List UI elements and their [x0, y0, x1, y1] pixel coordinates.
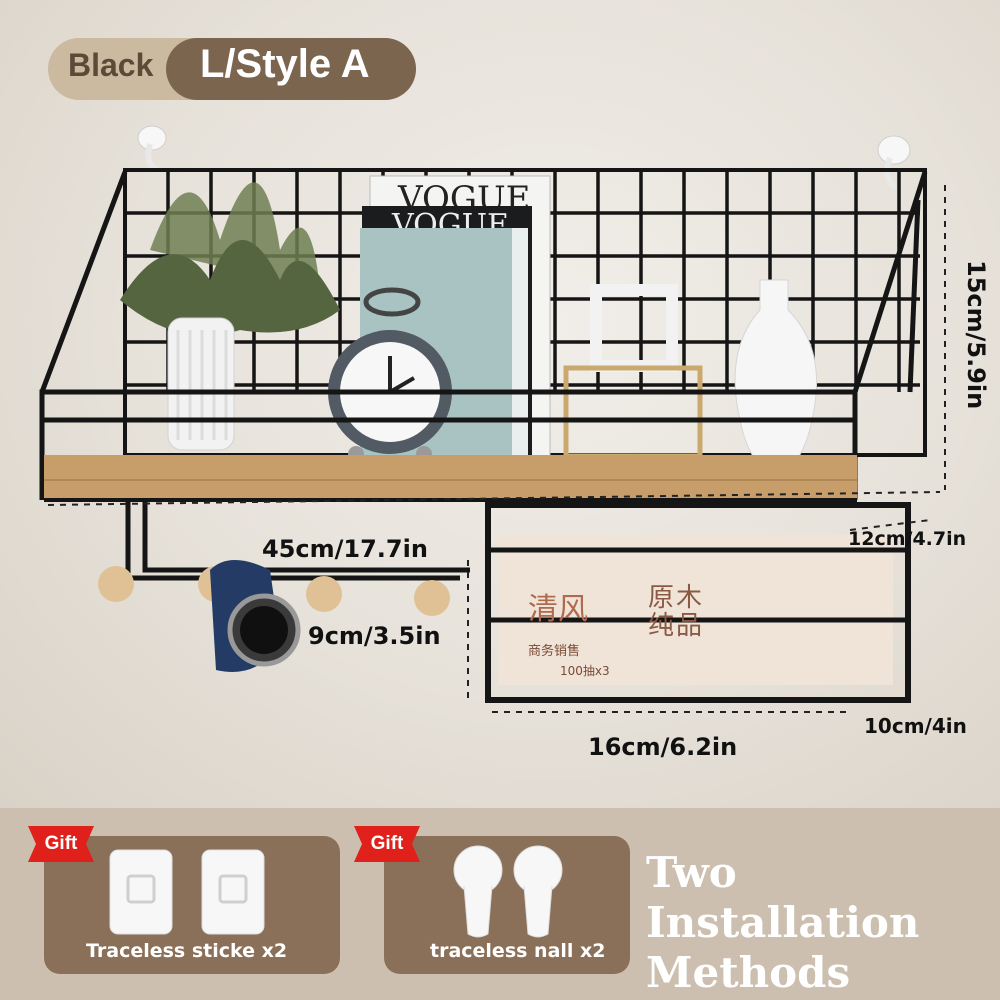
gift-card-nail — [384, 836, 630, 974]
tissue-brand-text: 清风 — [528, 592, 588, 627]
hook-rail — [98, 500, 470, 616]
wall-hook-right — [877, 135, 911, 191]
tissue-mark-text: 原木纯品 — [648, 583, 705, 641]
gift-2-label: traceless nall x2 — [430, 940, 606, 962]
gift-badge-2-text: Gift — [370, 833, 404, 854]
box-width-label: 16cm/6.2in — [588, 733, 738, 761]
decor-frames — [563, 284, 703, 459]
shelf-illustration: VOGUE VOGUE — [39, 125, 946, 713]
smart-watch — [210, 560, 301, 672]
gift-badge-1: Gift — [24, 822, 98, 866]
installation-line-2: Methods — [646, 948, 851, 997]
white-vase — [734, 279, 817, 471]
tissue-count-text: 100抽x3 — [560, 664, 610, 678]
gift-1-label: Traceless sticke x2 — [86, 940, 288, 962]
product-photo: VOGUE VOGUE — [0, 0, 1000, 808]
dimension-lines — [47, 185, 946, 713]
sticker-hook-icon — [109, 849, 265, 935]
potted-plant — [120, 182, 340, 451]
height-label: 15cm/5.9in — [962, 260, 990, 410]
wood-board — [44, 455, 857, 502]
tissue-sub-text: 商务销售 — [528, 644, 581, 659]
gift-badge-2: Gift — [350, 822, 424, 866]
width-label: 45cm/17.7in — [262, 535, 428, 563]
hook-rail-label: 9cm/3.5in — [308, 622, 441, 650]
style-pill-highlight — [166, 38, 416, 100]
installation-line-1: Two Installation — [646, 848, 920, 947]
box-height-label: 10cm/4in — [864, 714, 967, 738]
gift-card-sticker — [44, 836, 340, 974]
front-rail — [39, 389, 858, 423]
gift-badge-1-text: Gift — [44, 833, 78, 854]
box-depth-label: 12cm/4.7in — [848, 528, 967, 550]
nail-hook-icon — [453, 845, 563, 938]
tissue-box-holder — [485, 502, 911, 703]
style-label: L/Style A — [200, 42, 370, 86]
wall-hook-left — [137, 125, 167, 173]
color-label: Black — [68, 47, 154, 83]
installation-heading: Two Installation Methods — [646, 848, 1000, 998]
